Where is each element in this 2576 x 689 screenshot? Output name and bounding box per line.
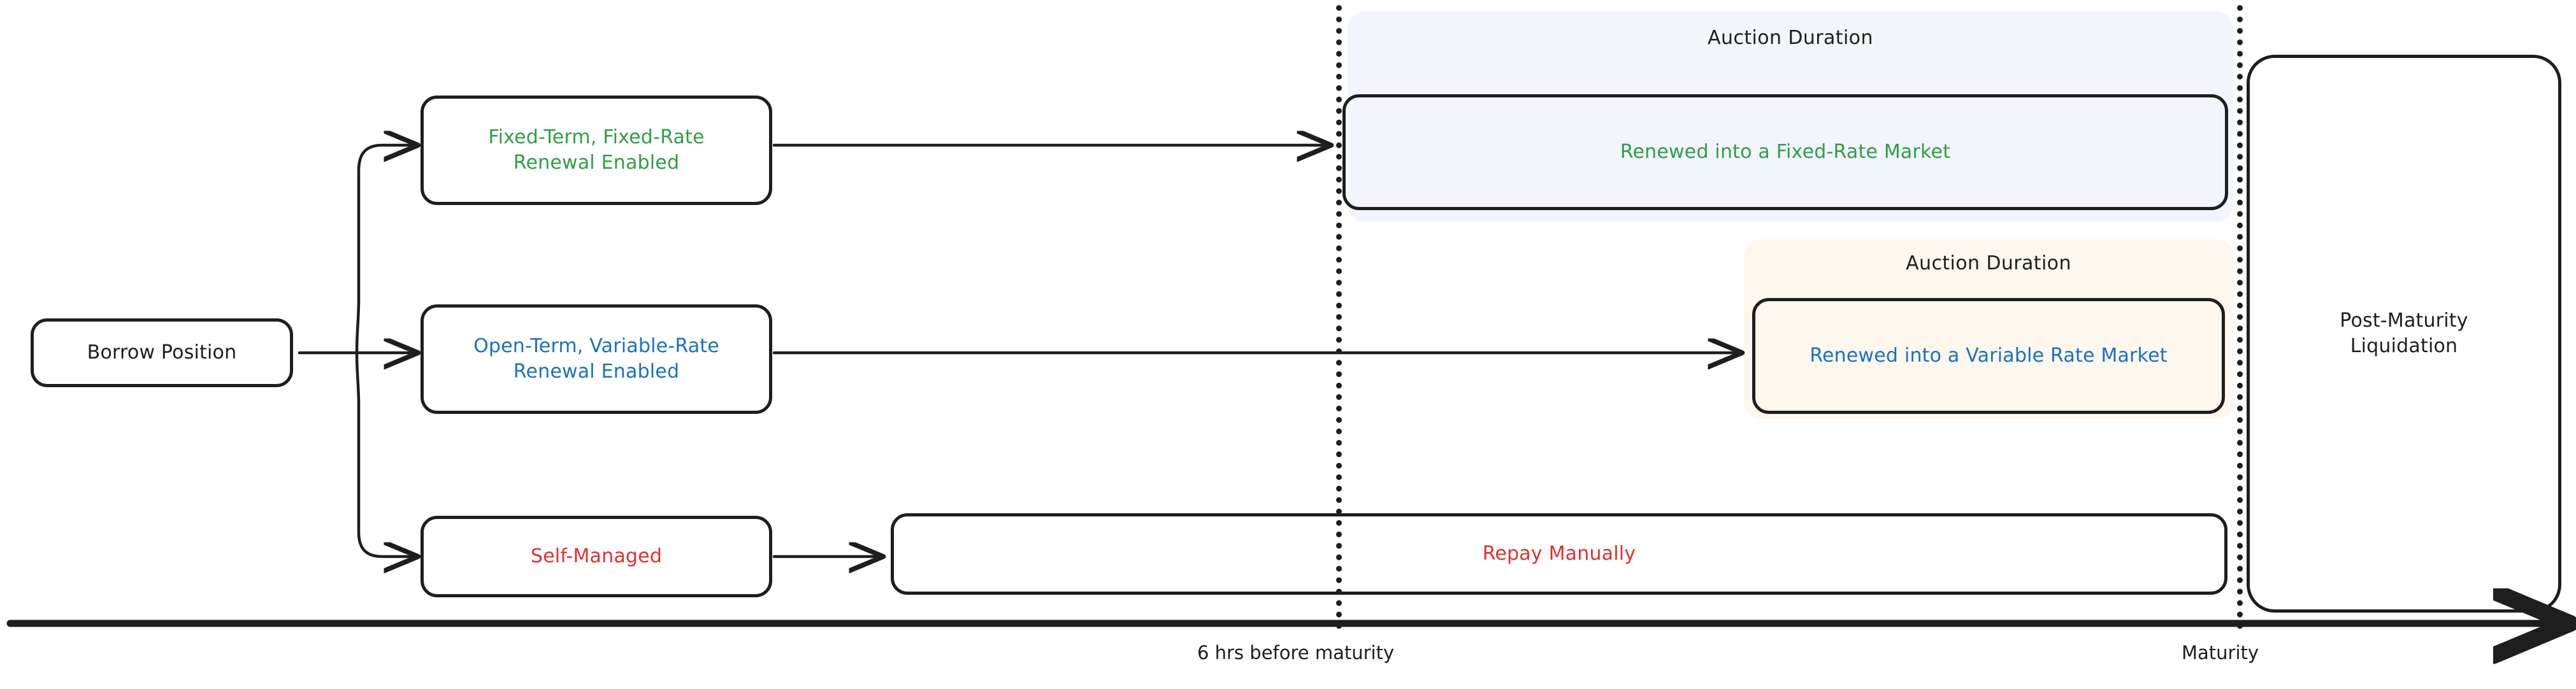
node-repay-manually-label: Repay Manually bbox=[1482, 543, 1636, 565]
node-repay-manually[interactable]: Repay Manually bbox=[891, 513, 2227, 595]
node-open-term-variable-rate-label: Open-Term, Variable-Rate Renewal Enabled bbox=[473, 335, 719, 383]
node-self-managed-label: Self-Managed bbox=[530, 545, 663, 568]
node-fixed-term-fixed-rate-label: Fixed-Term, Fixed-Rate Renewal Enabled bbox=[488, 126, 705, 174]
auction-duration-panel-fixed: Auction Duration bbox=[1348, 11, 2233, 222]
node-borrow-position[interactable]: Borrow Position bbox=[31, 318, 293, 387]
dotted-line-six-hours bbox=[1336, 5, 1342, 629]
node-renewed-fixed-rate-market[interactable]: Renewed into a Fixed-Rate Market bbox=[1342, 94, 2228, 210]
auction-duration-title-fixed: Auction Duration bbox=[1708, 27, 1873, 49]
node-renewed-variable-rate-market-label: Renewed into a Variable Rate Market bbox=[1810, 344, 2168, 367]
timeline-label-six-hours: 6 hrs before maturity bbox=[1197, 642, 1395, 664]
node-open-term-variable-rate[interactable]: Open-Term, Variable-Rate Renewal Enabled bbox=[421, 304, 772, 414]
node-fixed-term-fixed-rate[interactable]: Fixed-Term, Fixed-Rate Renewal Enabled bbox=[421, 96, 772, 205]
auction-duration-panel-variable: Auction Duration bbox=[1744, 239, 2233, 419]
node-renewed-fixed-rate-market-label: Renewed into a Fixed-Rate Market bbox=[1620, 141, 1951, 164]
node-renewed-variable-rate-market[interactable]: Renewed into a Variable Rate Market bbox=[1752, 298, 2225, 414]
auction-duration-title-variable: Auction Duration bbox=[1906, 252, 2071, 274]
node-self-managed[interactable]: Self-Managed bbox=[421, 516, 772, 597]
node-post-maturity-liquidation-label: Post-Maturity Liquidation bbox=[2340, 309, 2468, 357]
timeline-label-maturity: Maturity bbox=[2182, 642, 2259, 664]
dotted-line-maturity bbox=[2237, 5, 2243, 629]
node-post-maturity-liquidation[interactable]: Post-Maturity Liquidation bbox=[2247, 55, 2561, 613]
node-borrow-position-label: Borrow Position bbox=[87, 341, 237, 364]
